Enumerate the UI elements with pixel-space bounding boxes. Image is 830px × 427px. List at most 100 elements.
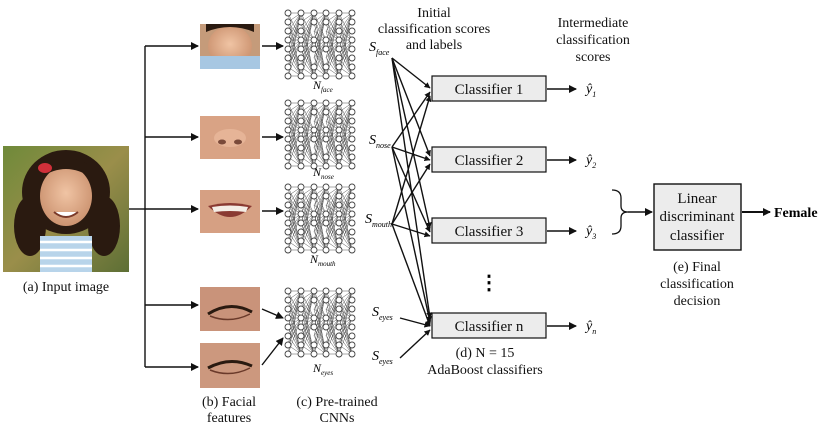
net-node xyxy=(335,350,343,358)
net-node xyxy=(284,135,292,143)
input-branch-arrows xyxy=(129,42,199,371)
net-node xyxy=(284,36,292,44)
net-connection xyxy=(338,129,353,149)
net-connection xyxy=(287,186,302,224)
lda-label-1: Linear xyxy=(677,191,716,207)
net-connection xyxy=(300,290,315,328)
net-connection xyxy=(325,39,340,68)
adaboost-label-2: AdaBoost classifiers xyxy=(427,363,542,378)
net-node xyxy=(322,219,330,227)
classifier-1: Classifier 1 xyxy=(431,75,547,102)
net-connection xyxy=(287,335,302,355)
net-connection xyxy=(287,186,302,215)
net-node xyxy=(310,341,318,349)
net-node xyxy=(335,27,343,35)
net-node xyxy=(348,63,356,71)
cnn-nose xyxy=(284,99,356,170)
net-connection xyxy=(313,129,327,158)
net-connection xyxy=(313,222,327,251)
net-node xyxy=(348,314,356,322)
cnn-label-2: CNNs xyxy=(319,411,354,426)
net-node xyxy=(284,153,292,161)
net-node xyxy=(284,332,292,340)
net-connection xyxy=(325,317,340,355)
net-node xyxy=(348,210,356,218)
net-connection xyxy=(325,48,340,77)
net-connection xyxy=(300,186,315,215)
net-node xyxy=(322,162,330,170)
net-node xyxy=(322,135,330,143)
net-connection xyxy=(313,290,327,310)
net-connection xyxy=(338,12,353,32)
net-node xyxy=(297,287,305,295)
net-connection xyxy=(338,186,353,224)
net-connection xyxy=(300,12,315,50)
net-connection xyxy=(300,39,315,77)
net-connection xyxy=(313,102,327,140)
net-connection xyxy=(287,129,302,158)
net-node xyxy=(297,296,305,304)
net-node xyxy=(284,305,292,313)
net-connection xyxy=(325,102,340,131)
net-node xyxy=(297,18,305,26)
net-connection xyxy=(300,12,315,32)
net-connection xyxy=(287,12,302,50)
output-y1: ŷ1 xyxy=(584,82,596,99)
net-node xyxy=(310,63,318,71)
net-connection xyxy=(325,39,340,59)
net-node xyxy=(284,323,292,331)
net-connection xyxy=(287,102,302,131)
net-node xyxy=(348,237,356,245)
net-connection xyxy=(300,290,315,310)
net-node xyxy=(348,219,356,227)
net-node xyxy=(310,296,318,304)
net-connection xyxy=(313,138,327,167)
net-connection xyxy=(300,48,315,77)
net-connection xyxy=(300,39,315,59)
net-connection xyxy=(300,147,315,167)
net-node xyxy=(297,210,305,218)
net-node xyxy=(322,210,330,218)
net-node xyxy=(348,9,356,17)
score-face: Sface xyxy=(369,40,390,57)
net-connection xyxy=(325,138,340,167)
score-eyes-2: Seyes xyxy=(372,349,393,366)
net-node xyxy=(348,341,356,349)
net-connection xyxy=(325,213,340,233)
net-node xyxy=(297,332,305,340)
net-node xyxy=(348,45,356,53)
net-node xyxy=(322,72,330,80)
net-connection xyxy=(313,317,327,355)
net-node xyxy=(297,350,305,358)
net-connection xyxy=(325,129,340,149)
net-node xyxy=(348,183,356,191)
intermediate-title-3: scores xyxy=(576,50,611,65)
net-connection xyxy=(313,12,327,41)
net-node xyxy=(310,153,318,161)
net-node xyxy=(310,45,318,53)
net-connection xyxy=(338,102,353,140)
net-node xyxy=(297,153,305,161)
net-node xyxy=(284,99,292,107)
net-connection xyxy=(325,222,340,251)
net-node xyxy=(348,54,356,62)
net-node xyxy=(348,153,356,161)
net-node xyxy=(335,305,343,313)
net-connection xyxy=(313,12,327,32)
net-node xyxy=(310,18,318,26)
net-connection xyxy=(287,129,302,167)
cnn-label-1: (c) Pre-trained xyxy=(296,395,377,410)
net-node xyxy=(335,323,343,331)
net-connection xyxy=(325,317,340,337)
net-connection xyxy=(313,186,327,215)
net-connection xyxy=(287,147,302,167)
net-connection xyxy=(338,39,353,77)
net-connection xyxy=(300,290,315,319)
net-connection xyxy=(338,317,353,346)
net-node xyxy=(284,287,292,295)
nose-crop xyxy=(200,116,260,159)
net-node xyxy=(348,192,356,200)
initial-scores-title-2: classification scores xyxy=(378,22,490,37)
cnn-mouth xyxy=(284,183,356,254)
net-node xyxy=(284,144,292,152)
